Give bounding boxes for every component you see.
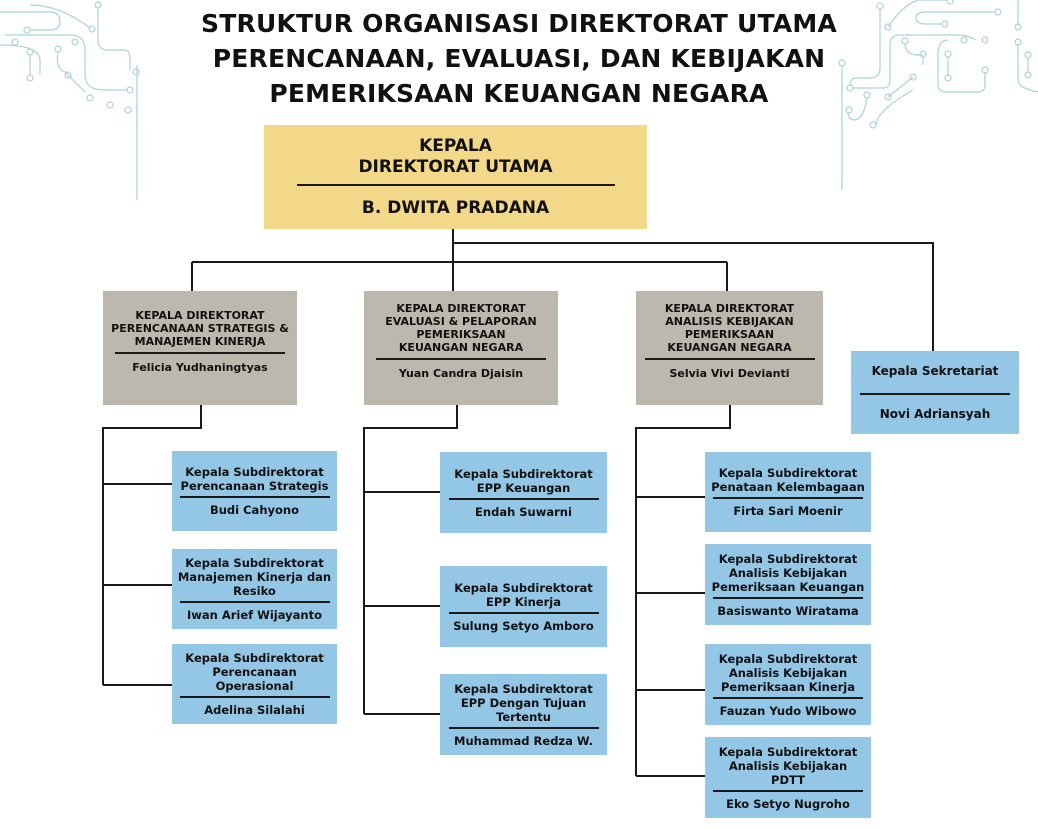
circuit-decoration-left	[0, 1, 140, 200]
secretariat-role: Kepala Sekretariat	[871, 363, 999, 378]
subdirectorate-name: Sulung Setyo Amboro	[453, 618, 594, 633]
subdirectorate-name: Endah Suwarni	[475, 504, 572, 519]
subdirectorate-divider	[448, 611, 599, 614]
directorate-divider	[376, 358, 546, 360]
subdirectorate-box[interactable]: Kepala Subdirektorat Perencanaan Strateg…	[172, 451, 337, 531]
subdirectorate-name: Budi Cahyono	[209, 503, 299, 517]
directorate-role: KEPALA DIREKTORAT PERENCANAAN STRATEGIS …	[111, 308, 289, 348]
subdirectorate-box[interactable]: Kepala Subdirektorat Analisis Kebijakan …	[705, 644, 871, 725]
directorate-box-evaluation[interactable]: KEPALA DIREKTORAT EVALUASI & PELAPORAN P…	[364, 291, 558, 405]
title-line-3: PEMERIKSAAN KEUANGAN NEGARA	[269, 79, 769, 108]
subdirectorate-role: Kepala Subdirektorat EPP Dengan Tujuan T…	[454, 681, 593, 724]
subdirectorate-role: Kepala Subdirektorat Analisis Kebijakan …	[718, 651, 858, 694]
directorate-name: Felicia Yudhaningtyas	[132, 360, 268, 374]
subdirectorate-divider	[448, 726, 599, 729]
subdirectorate-name: Adelina Silalahi	[204, 703, 305, 717]
subdirectorate-divider	[713, 696, 863, 699]
directorate-divider	[644, 358, 815, 360]
subdirectorate-box[interactable]: Kepala Subdirektorat Analisis Kebijakan …	[705, 544, 871, 625]
head-divider	[296, 183, 615, 186]
subdirectorate-name: Fauzan Yudo Wibowo	[719, 703, 857, 718]
head-box[interactable]: KEPALA DIREKTORAT UTAMA B. DWITA PRADANA	[264, 125, 647, 229]
subdirectorate-box[interactable]: Kepala Subdirektorat Perencanaan Operasi…	[172, 644, 337, 724]
subdirectorate-box[interactable]: Kepala Subdirektorat EPP Keuangan Endah …	[440, 452, 607, 533]
subdirectorate-divider	[713, 789, 863, 792]
connector-dir1-down	[102, 405, 202, 685]
subdirectorate-box[interactable]: Kepala Subdirektorat EPP Dengan Tujuan T…	[440, 674, 607, 755]
circuit-decoration-right	[838, 0, 1038, 190]
title-line-2: PERENCANAAN, EVALUASI, DAN KEBIJAKAN	[212, 44, 826, 73]
subdirectorate-divider	[713, 596, 863, 599]
connector-dir3-down	[635, 405, 731, 776]
subdirectorate-role: Kepala Subdirektorat Analisis Kebijakan …	[711, 551, 865, 594]
connector-dir2-down	[363, 405, 458, 714]
secretariat-name: Novi Adriansyah	[879, 406, 991, 421]
subdirectorate-role: Kepala Subdirektorat Manajemen Kinerja d…	[177, 556, 332, 598]
subdirectorate-divider	[448, 497, 599, 500]
subdirectorate-box[interactable]: Kepala Subdirektorat Manajemen Kinerja d…	[172, 549, 337, 629]
subdirectorate-role: Kepala Subdirektorat Analisis Kebijakan …	[718, 744, 858, 787]
subdirectorate-divider	[713, 497, 863, 499]
head-role: KEPALA DIREKTORAT UTAMA	[358, 135, 553, 177]
subdirectorate-box[interactable]: Kepala Subdirektorat Analisis Kebijakan …	[705, 737, 871, 818]
page-title: STRUKTUR ORGANISASI DIREKTORAT UTAMA PER…	[0, 6, 1038, 111]
subdirectorate-name: Muhammad Redza W.	[454, 733, 593, 748]
directorate-role: KEPALA DIREKTORAT ANALISIS KEBIJAKAN PEM…	[664, 302, 795, 354]
subdirectorate-name: Eko Setyo Nugroho	[726, 796, 850, 811]
subdirectorate-role: Kepala Subdirektorat Perencanaan Operasi…	[185, 651, 324, 693]
title-line-1: STRUKTUR ORGANISASI DIREKTORAT UTAMA	[201, 9, 837, 38]
connector-secretariat	[453, 242, 934, 351]
directorate-box-policy-analysis[interactable]: KEPALA DIREKTORAT ANALISIS KEBIJAKAN PEM…	[636, 291, 823, 405]
directorate-name: Selvia Vivi Devianti	[669, 367, 790, 380]
subdirectorate-role: Kepala Subdirektorat EPP Keuangan	[454, 466, 593, 495]
subdirectorate-name: Iwan Arief Wijayanto	[187, 608, 322, 622]
directorate-role: KEPALA DIREKTORAT EVALUASI & PELAPORAN P…	[385, 302, 537, 354]
secretariat-divider	[860, 392, 1010, 395]
subdirectorate-divider	[179, 496, 330, 498]
subdirectorate-box[interactable]: Kepala Subdirektorat Penataan Kelembagaa…	[705, 452, 871, 532]
subdirectorate-role: Kepala Subdirektorat Penataan Kelembagaa…	[711, 466, 865, 494]
subdirectorate-role: Kepala Subdirektorat Perencanaan Strateg…	[180, 465, 329, 493]
directorate-name: Yuan Candra Djaisin	[398, 367, 524, 380]
subdirectorate-divider	[179, 696, 330, 698]
subdirectorate-role: Kepala Subdirektorat EPP Kinerja	[454, 580, 593, 609]
head-name: B. DWITA PRADANA	[361, 197, 550, 218]
directorate-box-planning[interactable]: KEPALA DIREKTORAT PERENCANAAN STRATEGIS …	[103, 291, 297, 405]
subdirectorate-divider	[179, 601, 330, 603]
secretariat-box[interactable]: Kepala Sekretariat Novi Adriansyah	[851, 351, 1019, 434]
subdirectorate-name: Basiswanto Wiratama	[717, 603, 859, 618]
subdirectorate-name: Firta Sari Moenir	[733, 504, 843, 518]
directorate-divider	[115, 351, 285, 354]
subdirectorate-box[interactable]: Kepala Subdirektorat EPP Kinerja Sulung …	[440, 566, 607, 647]
